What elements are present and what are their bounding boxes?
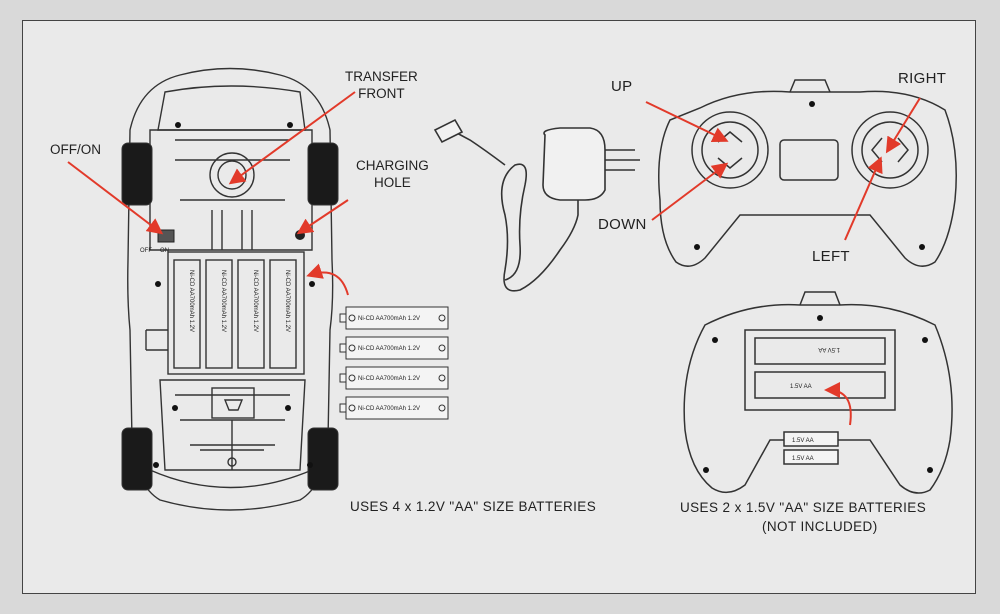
car-battery-label: Ni-CD AA700mAh 1.2V bbox=[358, 376, 420, 382]
car-battery-label: Ni-CD AA700mAh 1.2V bbox=[188, 270, 194, 332]
car-battery-caption: USES 4 x 1.2V "AA" SIZE BATTERIES bbox=[350, 499, 597, 514]
instruction-sheet bbox=[22, 20, 976, 594]
car-battery-label: Ni-CD AA700mAh 1.2V bbox=[358, 406, 420, 412]
car-screw-holes bbox=[153, 122, 315, 468]
remote-front-screws bbox=[694, 101, 925, 250]
car-battery-labels: Ni-CD AA700mAh 1.2V Ni-CD AA700mAh 1.2V … bbox=[188, 270, 290, 332]
right-label: RIGHT bbox=[898, 70, 947, 87]
transfer-label-line2: FRONT bbox=[358, 86, 405, 101]
remote-battery-labels: 1.5V AA 1.5V AA 1.5V AA 1.5V AA bbox=[790, 346, 840, 462]
left-label: LEFT bbox=[812, 248, 850, 265]
charging-label-line2: HOLE bbox=[374, 175, 411, 190]
car-battery-label: Ni-CD AA700mAh 1.2V bbox=[252, 270, 258, 332]
car-chassis-drawing bbox=[127, 67, 334, 511]
switch-off-label: OFF bbox=[140, 248, 152, 254]
charger-drawing bbox=[433, 118, 640, 292]
car-battery-label: Ni-CD AA700mAh 1.2V bbox=[358, 346, 420, 352]
car-battery-label: Ni-CD AA700mAh 1.2V bbox=[358, 316, 420, 322]
off-on-label: OFF/ON bbox=[50, 142, 101, 157]
loose-car-battery-labels: Ni-CD AA700mAh 1.2V Ni-CD AA700mAh 1.2V … bbox=[358, 316, 420, 412]
remote-battery-caption: USES 2 x 1.5V "AA" SIZE BATTERIES bbox=[680, 500, 927, 515]
down-label: DOWN bbox=[598, 216, 647, 233]
remote-battery-label: 1.5V AA bbox=[792, 438, 814, 444]
car-battery-label: Ni-CD AA700mAh 1.2V bbox=[220, 270, 226, 332]
charging-hole-label: CHARGING HOLE bbox=[356, 157, 429, 191]
remote-battery-label: 1.5V AA bbox=[790, 384, 812, 390]
remote-back-drawing bbox=[683, 291, 953, 494]
remote-back-screws bbox=[703, 315, 933, 473]
remote-front-drawing bbox=[658, 79, 957, 267]
pointer-arrows bbox=[67, 91, 921, 426]
transfer-label-line1: TRANSFER bbox=[345, 69, 418, 84]
not-included-caption: (NOT INCLUDED) bbox=[762, 519, 878, 534]
remote-battery-label: 1.5V AA bbox=[818, 346, 840, 352]
car-wheels bbox=[121, 142, 339, 491]
transfer-front-label: TRANSFER FRONT bbox=[345, 68, 418, 102]
up-label: UP bbox=[611, 78, 633, 95]
off-on-switch bbox=[157, 229, 175, 243]
car-battery-set bbox=[339, 306, 449, 420]
switch-on-label: ON bbox=[160, 248, 169, 254]
car-battery-label: Ni-CD AA700mAh 1.2V bbox=[284, 270, 290, 332]
charging-label-line1: CHARGING bbox=[356, 158, 429, 173]
remote-battery-label: 1.5V AA bbox=[792, 456, 814, 462]
